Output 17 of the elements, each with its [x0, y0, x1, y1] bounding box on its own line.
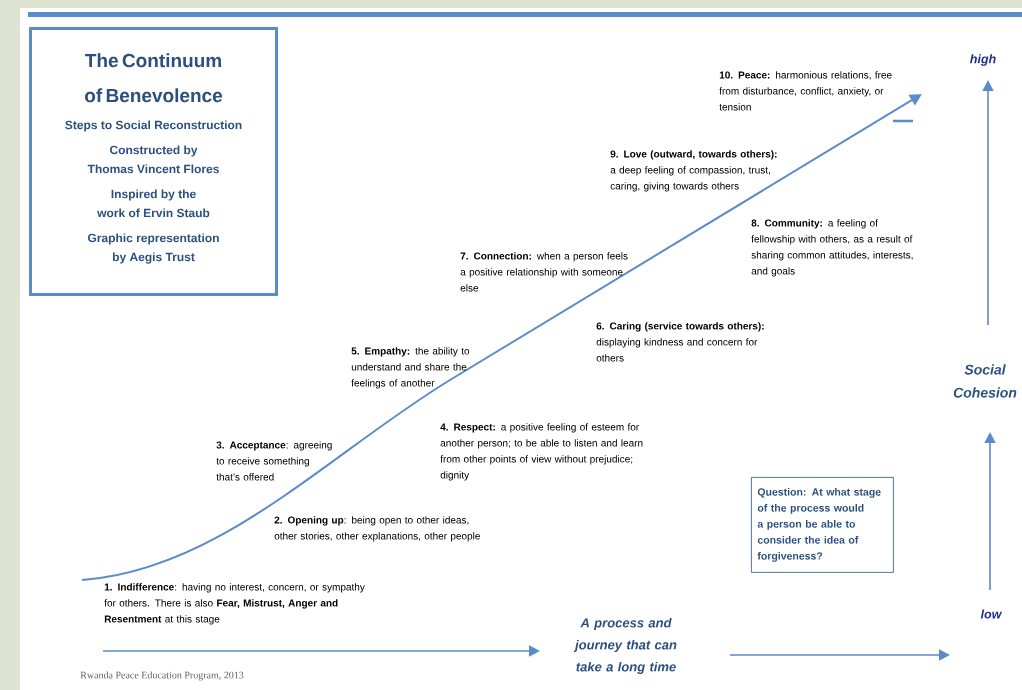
- step-description: 10. Peace: harmonious relations, free from disturbance, conflict, anxiety, or tension: [719, 71, 892, 111]
- step-description: 7. Connection: when a person feels a positive relationship with someone else: [460, 252, 628, 292]
- step-description: 4. Respect: a positive feeling of esteem for another person; to be able to listen and learn from other points of view without prejudice; dignity: [440, 423, 643, 481]
- axis-label: low: [980, 609, 1003, 619]
- question-box: Question: At what stage of the process would a person be able to consider the idea of forgiveness?: [751, 477, 894, 573]
- step-description: 9. Love (outward, towards others): a deep feeling of compassion, trust, caring, giving towards others: [610, 150, 777, 192]
- title-box: The Continuum of Benevolence Steps to Social Reconstruction Constructed by Thomas Vincent Flores Inspired by the work of Ervin Staub Graphic representation by Aegis Trust: [29, 27, 278, 296]
- step-description: 5. Empathy: the ability to understand and share the feelings of another: [351, 347, 470, 389]
- step-description: 3. Acceptance: agreeing to receive something that’s offered: [216, 441, 332, 481]
- axis-title: Social Cohesion: [953, 364, 1017, 398]
- step-description: 1. Indifference: having no interest, concern, or sympathy for others. There is also Fear, Mistrust, Anger and Resentment at this stage: [104, 583, 365, 625]
- axis-label: high: [970, 54, 996, 66]
- step-description: 2. Opening up: being open to other ideas, other stories, other explanations, other people: [274, 516, 480, 542]
- source-note: Rwanda Peace Education Program, 2013: [80, 671, 244, 681]
- step-description: 6. Caring (service towards others): displaying kindness and concern for others: [596, 322, 764, 362]
- step-description: 8. Community: a feeling of fellowship with others, as a result of sharing common attitudes, interests, and goals: [751, 219, 913, 277]
- process-text: A process and journey that can take a long time: [573, 617, 677, 675]
